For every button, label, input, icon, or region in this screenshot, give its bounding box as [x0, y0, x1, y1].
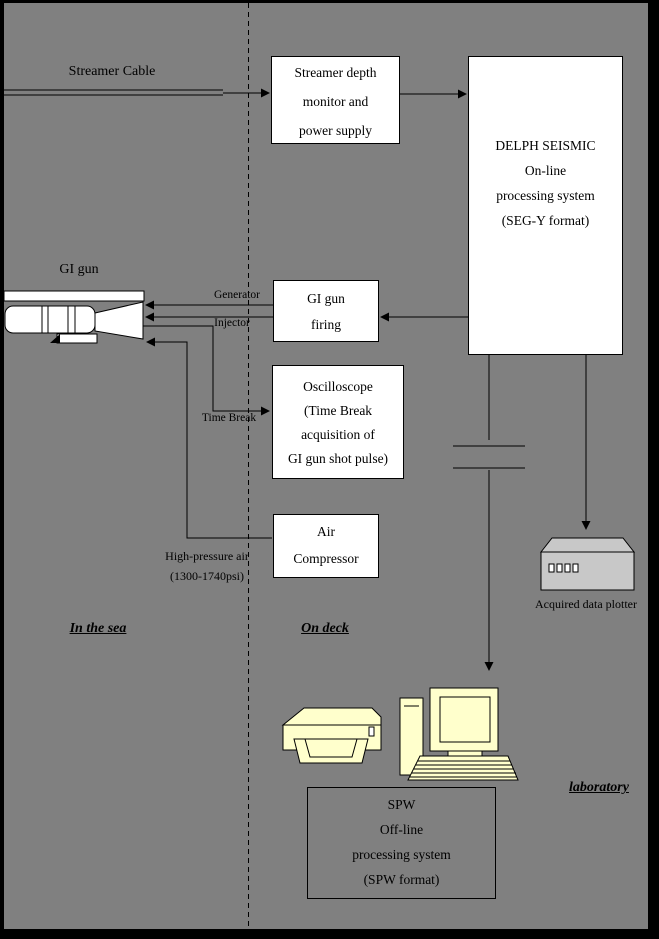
delph-to-plotter-line: [581, 355, 591, 530]
generator-line: [145, 300, 273, 310]
box-text-line: Oscilloscope: [303, 379, 373, 394]
box-text-line: acquisition of: [301, 427, 375, 442]
streamer-cable-label: Streamer Cable: [68, 64, 156, 79]
injector-label: Injector: [214, 317, 250, 329]
gi-gun-label: GI gun: [59, 262, 99, 277]
box-text-line: monitor and: [302, 94, 369, 109]
generator-label: Generator: [214, 289, 260, 301]
streamer-depth-monitor-box: Streamer depth monitor and power supply: [271, 56, 400, 144]
plotter-icon: [539, 537, 636, 591]
pressure-range-label: (1300-1740psi): [170, 569, 244, 583]
box-text-line: (Time Break: [303, 403, 373, 418]
oscilloscope-box: Oscilloscope (Time Break acquisition of …: [272, 365, 404, 479]
delph-to-firing-arrow: [380, 312, 468, 322]
delph-to-spw-line: [453, 355, 525, 671]
box-text-line: power supply: [298, 123, 373, 138]
air-compressor-box: Air Compressor: [273, 514, 379, 578]
injector-line: [145, 312, 273, 322]
section-on-deck: On deck: [301, 621, 349, 636]
section-in-the-sea: In the sea: [69, 621, 127, 636]
gi-gun-icon: [3, 290, 145, 344]
spw-offline-box: SPW Off-line processing system (SPW form…: [307, 787, 496, 899]
box-text-line: processing system: [352, 847, 451, 862]
box-text-line: SPW: [387, 797, 416, 812]
box-text-line: GI gun: [307, 291, 345, 306]
box-text-line: (SEG-Y format): [501, 213, 590, 228]
box-text-line: firing: [311, 317, 341, 332]
high-pressure-air-line: [146, 337, 272, 539]
section-laboratory: laboratory: [569, 780, 629, 795]
box-text-line: On-line: [524, 163, 567, 178]
box-text-line: processing system: [496, 188, 595, 203]
streamer-cable-line: [4, 88, 270, 98]
delph-seismic-box: DELPH SEISMIC On-line processing system …: [468, 56, 623, 355]
box-text-line: Streamer depth: [294, 65, 377, 80]
printer-icon: [281, 707, 382, 764]
high-pressure-air-label: High-pressure air: [165, 549, 249, 563]
box-text-line: GI gun shot pulse): [287, 451, 389, 466]
capacitor-symbol: [453, 445, 525, 469]
box-text-line: Air: [317, 524, 335, 539]
box-text-line: (SPW format): [363, 872, 440, 887]
acquired-data-plotter-label: Acquired data plotter: [535, 597, 637, 611]
monitor-to-delph-arrow: [400, 89, 467, 99]
gi-gun-firing-box: GI gun firing: [273, 280, 379, 342]
computer-icon: [399, 687, 519, 781]
box-text-line: Off-line: [379, 822, 424, 837]
time-break-label: Time Break: [201, 412, 257, 424]
box-text-line: DELPH SEISMIC: [495, 138, 596, 153]
time-break-line: [143, 325, 270, 416]
box-text-line: Compressor: [293, 551, 359, 566]
